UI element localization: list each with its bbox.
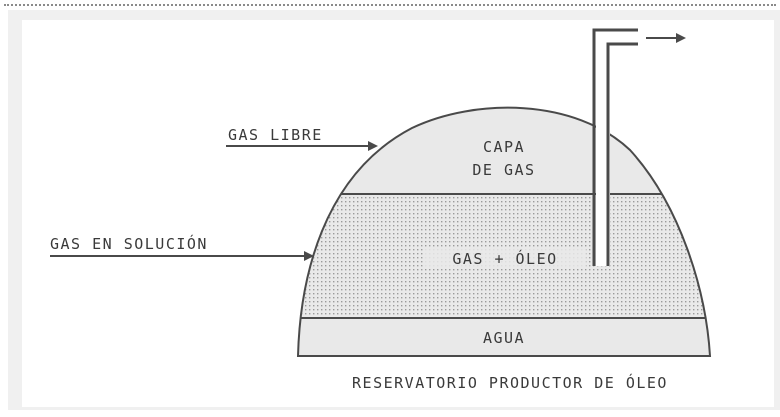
gas-oleo-label-bg [424,247,586,269]
well-pipe-inner [606,42,638,266]
gas-cap-label-line2: DE GAS [472,161,535,179]
gas-en-solucion-label: GAS EN SOLUCIÓN [50,234,208,253]
gas-libre-label: GAS LIBRE [228,126,323,144]
gas-cap-label-line1: CAPA [483,138,525,156]
diagram-caption: RESERVATORIO PRODUCTOR DE ÓLEO [352,373,668,392]
gas-oleo-label: GAS + ÓLEO [452,249,557,268]
water-label: AGUA [483,329,525,347]
well-pipe-outer [592,28,638,266]
dome-outline [296,106,712,357]
water-zone [298,318,710,356]
dotted-top-border [4,4,776,6]
